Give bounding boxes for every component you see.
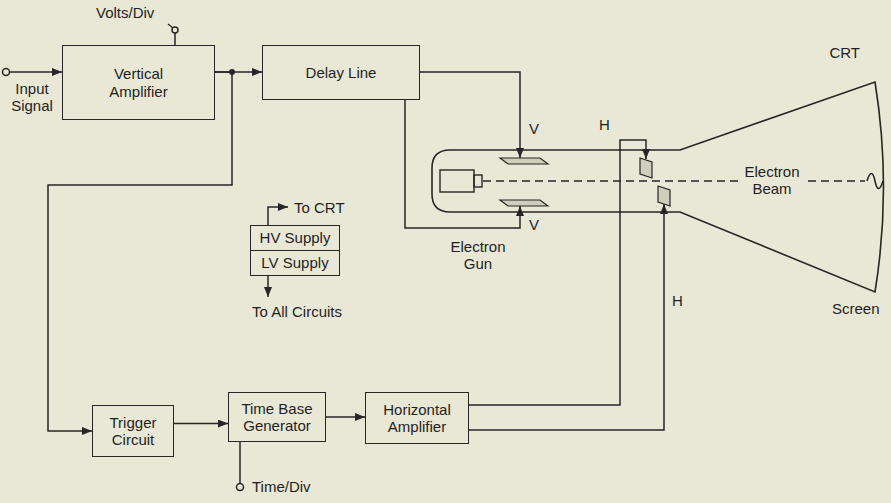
delay-line-box: Delay Line	[262, 45, 420, 100]
knob-label: Volts/Div	[94, 4, 156, 21]
amplifier-box: Vertical Amplifier	[62, 45, 215, 120]
plate-label: V	[527, 216, 541, 233]
tube-title: CRT	[829, 44, 860, 61]
input-label: Input Signal	[2, 80, 62, 115]
box-label: HV Supply	[260, 229, 331, 246]
knob-shaft	[174, 33, 176, 45]
time-div-knob	[237, 484, 244, 491]
signal-wire	[405, 100, 520, 228]
input-wire	[10, 71, 63, 73]
knob-pointer	[168, 24, 173, 28]
supply-box: HV Supply	[250, 225, 340, 251]
signal-wire	[174, 423, 228, 425]
gun-label: Electron Gun	[444, 238, 512, 273]
crt-drawing	[432, 82, 884, 292]
knob-shaft	[239, 442, 241, 483]
supply-box: LV Supply	[250, 250, 340, 276]
electron-beam	[483, 180, 865, 181]
junction-dot	[229, 69, 235, 75]
box-label: Trigger Circuit	[100, 414, 166, 449]
box-label: Delay Line	[306, 64, 377, 81]
signal-wire	[326, 416, 365, 418]
box-label: LV Supply	[261, 254, 328, 271]
input-terminal	[3, 69, 10, 76]
supply-wire	[267, 276, 269, 297]
electron-gun	[474, 175, 482, 187]
plate-label: H	[597, 116, 612, 133]
beam-label: Electron Beam	[738, 163, 806, 198]
signal-wire	[469, 140, 646, 405]
signal-wire	[48, 72, 232, 431]
plate-label: V	[527, 120, 541, 137]
trigger-box: Trigger Circuit	[92, 405, 174, 457]
box-label: Time Base Generator	[235, 400, 319, 435]
supply-label: To All Circuits	[250, 303, 344, 320]
time-base-box: Time Base Generator	[228, 392, 326, 442]
screen-trace	[867, 174, 883, 189]
signal-wire	[420, 72, 520, 158]
electron-gun	[440, 170, 474, 192]
supply-label: To CRT	[292, 199, 347, 216]
horizontal-plate	[640, 158, 652, 178]
amplifier-box: Horizontal Amplifier	[365, 392, 469, 444]
box-label: Vertical Amplifier	[89, 65, 189, 100]
knob-label: Time/Div	[250, 478, 313, 495]
vertical-plate	[500, 200, 548, 206]
supply-wire	[268, 207, 288, 225]
horizontal-plate	[658, 186, 670, 206]
plate-label: H	[670, 292, 685, 309]
box-label: Horizontal Amplifier	[372, 401, 462, 436]
screen-label: Screen	[830, 300, 882, 317]
vertical-plate	[500, 158, 548, 164]
crt-outline	[432, 82, 884, 292]
